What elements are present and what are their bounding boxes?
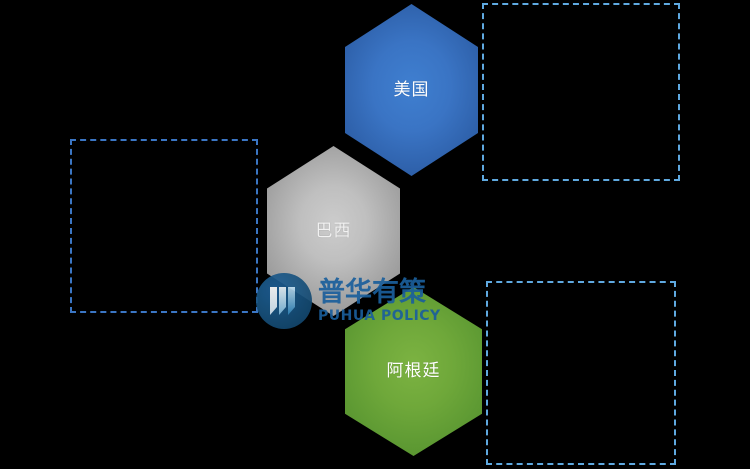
hexagon-node-us[interactable]: 美国 [345,4,478,176]
hexagon-label-brazil: 巴西 [315,220,352,241]
hexagon-node-brazil[interactable]: 巴西 [267,146,400,316]
placeholder-box-bottom-right[interactable] [486,281,676,465]
placeholder-box-left[interactable] [70,139,258,313]
hexagon-label-us: 美国 [393,79,430,100]
hexagon-node-argentina[interactable]: 阿根廷 [345,287,482,456]
hexagon-label-argentina: 阿根廷 [386,361,441,381]
placeholder-box-top-right[interactable] [482,3,680,181]
